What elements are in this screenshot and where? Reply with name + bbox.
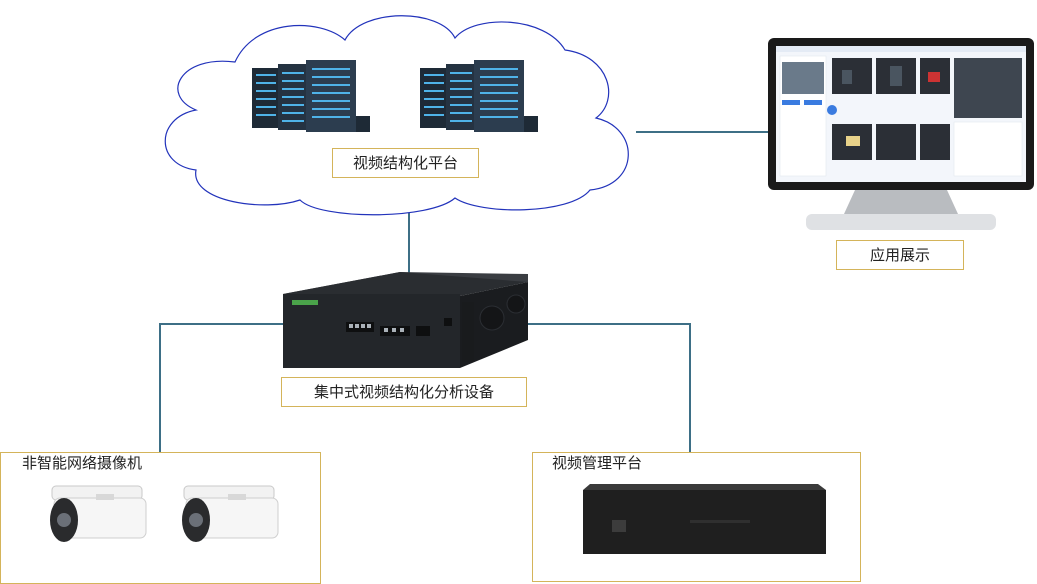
- rack-appliance-icon: [283, 272, 528, 368]
- bullet-camera-icon: [50, 485, 279, 542]
- server-rack-icon: [252, 60, 538, 132]
- cameras-title: 非智能网络摄像机: [22, 454, 143, 472]
- monitor-icon: [768, 38, 1034, 230]
- vms-frame: [532, 452, 861, 582]
- cloud-platform-label: 视频结构化平台: [332, 148, 479, 178]
- cloud-shape: [164, 15, 629, 216]
- nvr-box-icon: [583, 484, 826, 554]
- analysis-device-label: 集中式视频结构化分析设备: [281, 377, 527, 407]
- display-label: 应用展示: [836, 240, 964, 270]
- vms-title: 视频管理平台: [552, 454, 643, 472]
- link-device-cameras: [159, 323, 283, 452]
- link-device-vms: [497, 323, 691, 452]
- connection-lines: [159, 131, 770, 452]
